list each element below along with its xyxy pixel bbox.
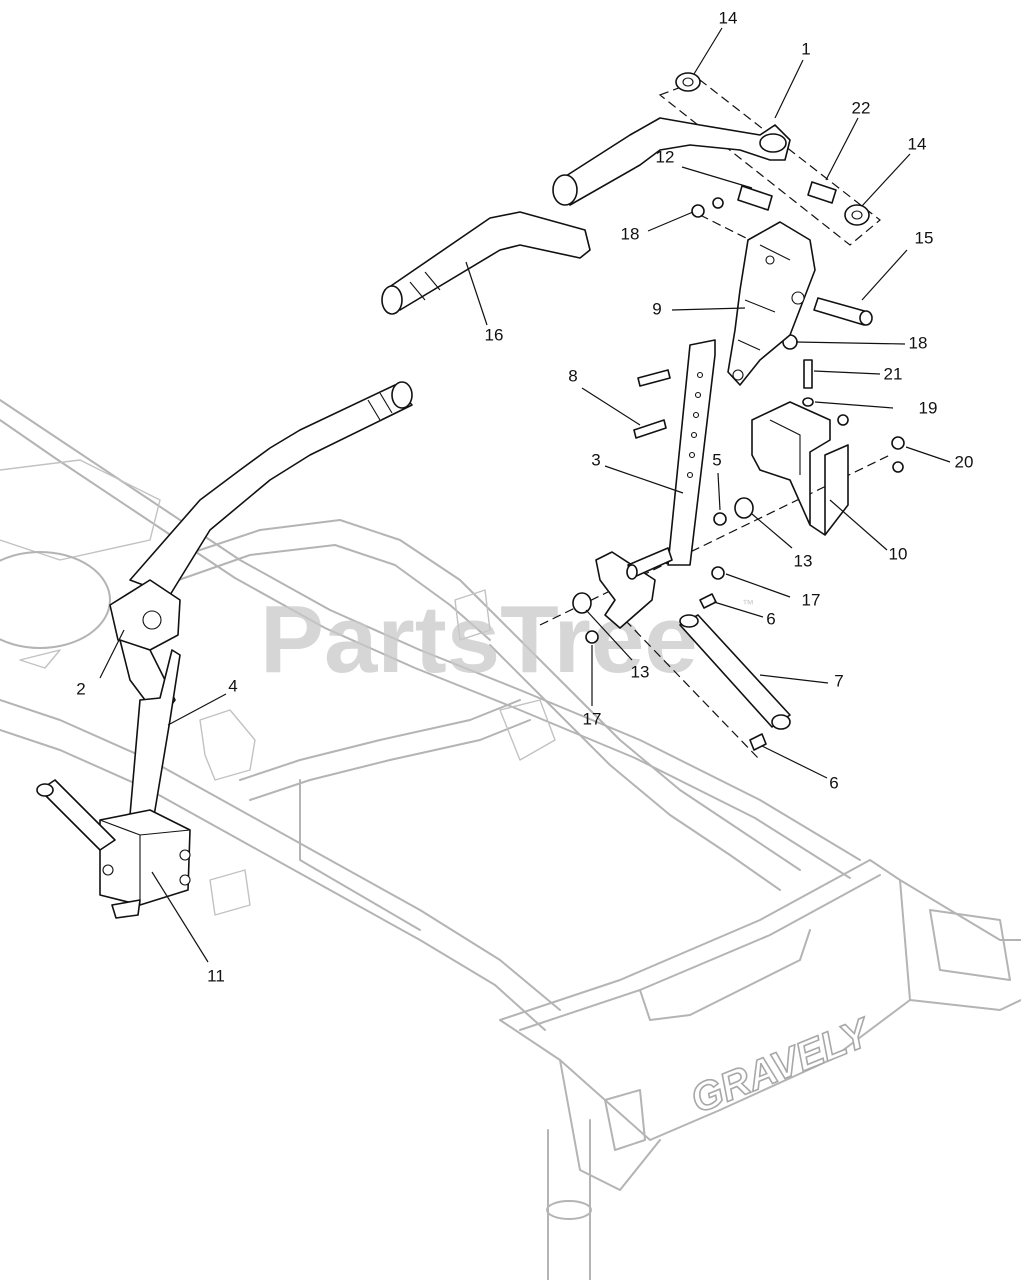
part-18-nut-a (691, 204, 705, 218)
callout-6-lower: 6 (829, 773, 838, 792)
callout-9: 9 (652, 299, 661, 318)
assembled-handle (129, 384, 413, 596)
part-20-screw-a (891, 436, 905, 450)
part-8-bolt-a (637, 369, 671, 387)
callout-6-upper: 6 (766, 609, 775, 628)
callout-17-left: 17 (583, 709, 602, 728)
part-21-screw (803, 359, 813, 389)
callout-18-right: 18 (909, 333, 928, 352)
callout-11: 11 (207, 966, 225, 985)
part-6-ball-stud-b (749, 733, 767, 751)
part-14-washer-top (675, 72, 701, 92)
callout-labels: 14 1 22 12 14 18 15 16 9 18 8 21 19 3 5 … (76, 8, 973, 985)
callout-4: 4 (228, 676, 237, 695)
frame-brand-text: GRAVELY (685, 1010, 878, 1122)
part-5-nut (713, 512, 727, 526)
callout-10: 10 (889, 544, 908, 563)
callout-1: 1 (801, 39, 810, 58)
callout-15: 15 (915, 228, 934, 247)
callout-16: 16 (485, 325, 504, 344)
part-16-control-handle (384, 211, 591, 311)
callout-14-right: 14 (908, 134, 927, 153)
part-1-control-handle (554, 117, 791, 206)
callout-8: 8 (568, 366, 577, 385)
watermark: PartsTree ™ (260, 586, 754, 693)
callout-22: 22 (852, 98, 871, 117)
assembled-control-lever (36, 381, 413, 919)
callout-3: 3 (591, 450, 600, 469)
part-13-spacer-b (572, 592, 592, 614)
callout-12: 12 (656, 147, 675, 166)
callout-21: 21 (884, 364, 903, 383)
callout-13-right: 13 (794, 551, 813, 570)
callout-7: 7 (834, 671, 843, 690)
part-11-base-bracket (99, 809, 191, 906)
part-13-spacer-a (734, 497, 754, 519)
callout-5: 5 (712, 450, 721, 469)
part-17-nut-a (711, 566, 725, 580)
exploded-parts (381, 72, 905, 761)
part-19-washer (802, 397, 814, 407)
part-12-bushing (737, 185, 773, 211)
callout-2: 2 (76, 679, 85, 698)
part-6-ball-stud-a (699, 593, 717, 609)
part-14-washer-right (844, 204, 870, 226)
callout-17-right: 17 (802, 590, 821, 609)
callout-19: 19 (919, 398, 938, 417)
part-22-spacer (807, 181, 837, 204)
part-8-bolt-b (633, 419, 667, 439)
callout-13-left: 13 (631, 662, 650, 681)
part-17-nut-b (585, 630, 599, 644)
part-9-handle-bracket (727, 221, 816, 386)
callout-20: 20 (955, 452, 974, 471)
leader-lines (99, 27, 951, 963)
callout-18-top: 18 (621, 224, 640, 243)
watermark-trademark: ™ (742, 597, 754, 611)
callout-14-top: 14 (719, 8, 738, 27)
